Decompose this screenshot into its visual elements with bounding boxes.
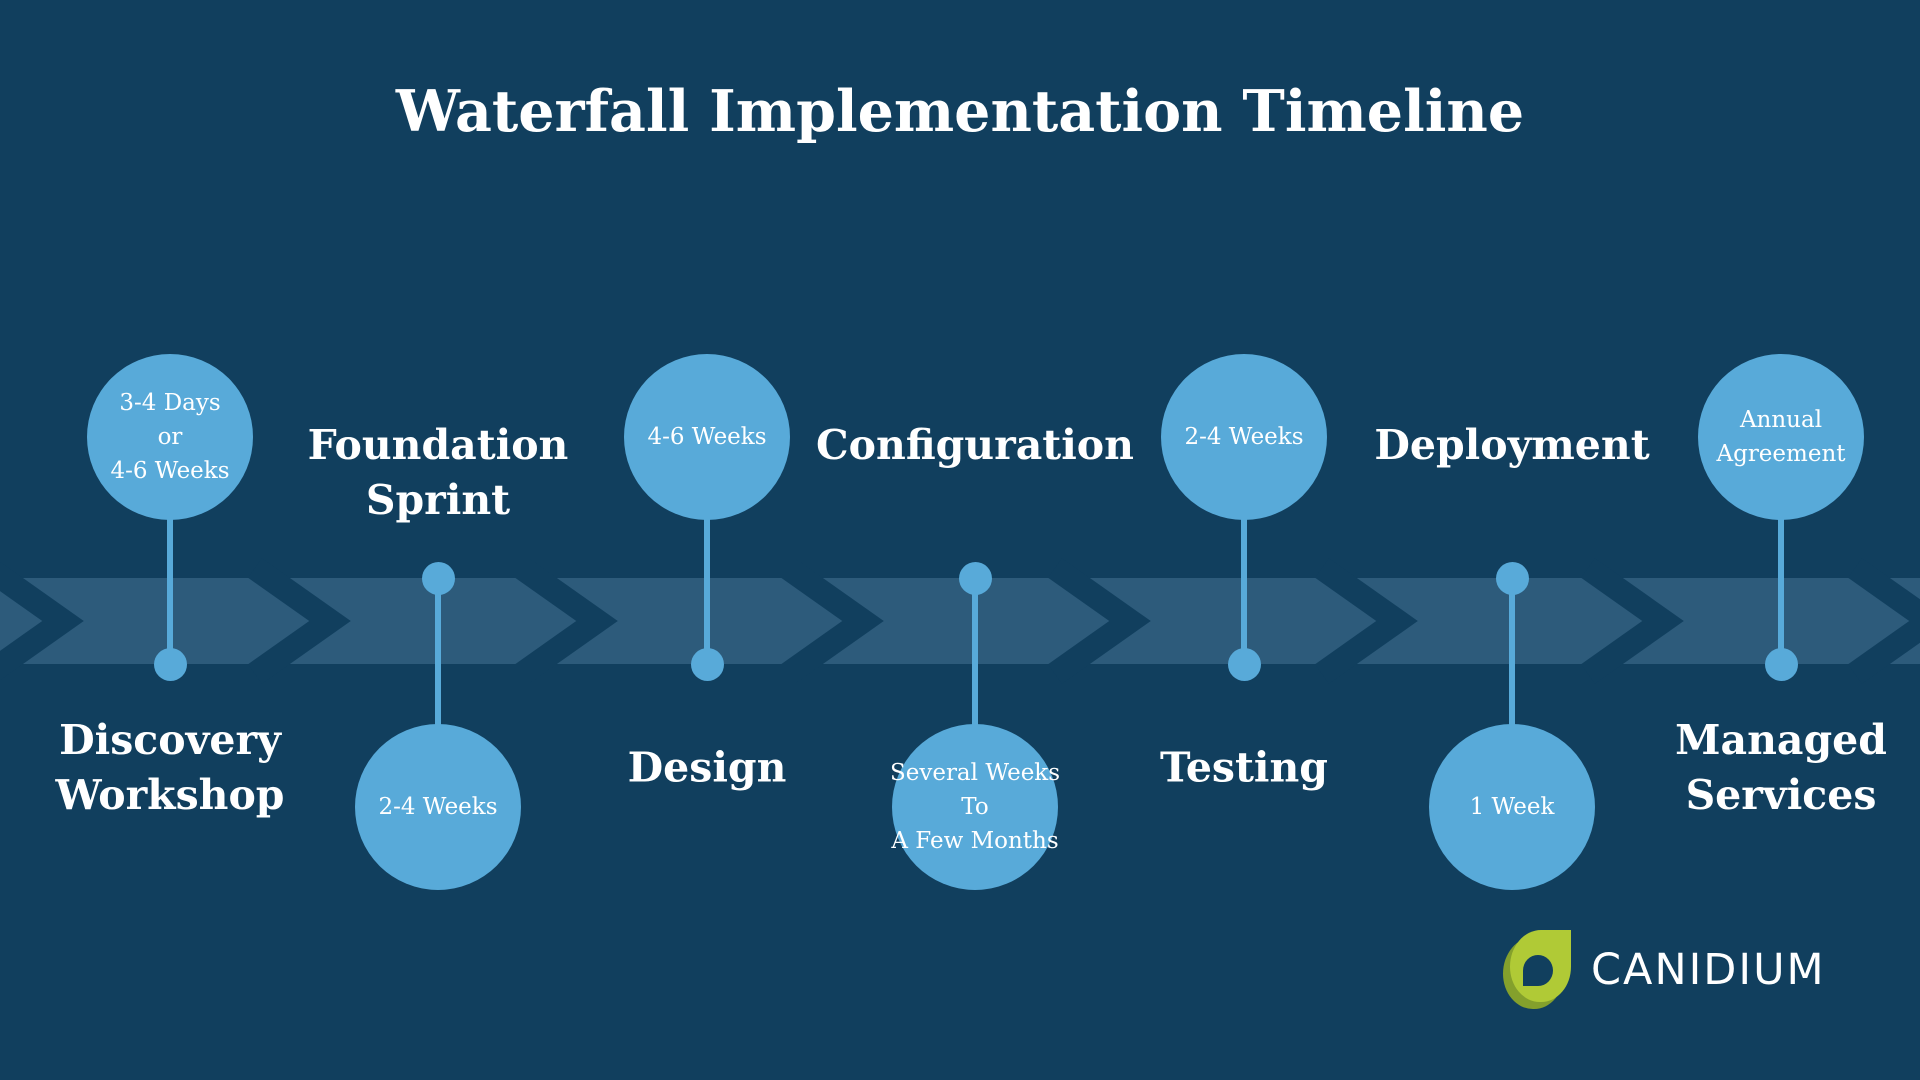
stage-label-line: Foundation [307,421,569,469]
duration-text: 4-6 Weeks [110,458,230,484]
duration-text: or [157,424,183,450]
connector-line [167,437,173,664]
stage-label-line: Services [1685,771,1877,819]
connector-dot [958,561,992,595]
connector-line [1509,578,1515,807]
connector-line [1241,437,1247,664]
stage-label-line: Managed [1675,716,1887,764]
duration-circle-deployment: 1 Week [1429,724,1595,890]
duration-circle-discovery-workshop: 3-4 Days or 4-6 Weeks [87,354,253,520]
stage-label-configuration: Configuration [816,418,1134,473]
stage-label-line: Discovery [59,716,281,764]
duration-text: 3-4 Days [119,390,221,416]
chevron-separator-icon [1315,558,1418,684]
duration-circle-foundation-sprint: 2-4 Weeks [355,724,521,890]
stage-label-line: Design [627,743,787,792]
duration-circle-design: 4-6 Weeks [624,354,790,520]
duration-text: A Few Months [891,828,1059,854]
stage-label-line: Sprint [365,476,511,524]
duration-text: Agreement [1716,441,1846,467]
duration-text: Several Weeks [889,760,1061,786]
chevron-separator-icon [515,558,618,684]
connector-line [1778,437,1784,664]
connector-line [704,437,710,664]
teardrop-hole [1523,955,1553,986]
stage-label-line: Testing [1160,743,1328,792]
chevron-separator-icon [1848,558,1920,684]
stage-label-line: Deployment [1374,421,1650,469]
logo-text: CANIDIUM [1591,944,1826,995]
teardrop-leaf-icon [1503,930,1571,1009]
connector-dot [1227,647,1261,681]
connector-dot [153,647,187,681]
connector-dot [421,561,455,595]
duration-text: To [961,794,989,820]
duration-text: 4-6 Weeks [647,424,767,450]
stage-label-line: Workshop [55,771,285,819]
chevron-separator-icon [781,558,884,684]
connector-dot [1495,561,1529,595]
chevron-separator-icon [1048,558,1151,684]
connector-dot [690,647,724,681]
page-title: Waterfall Implementation Timeline [395,78,1525,145]
duration-text: 1 Week [1469,794,1555,820]
duration-text: Annual [1739,407,1823,433]
stage-label-design: Design [628,741,787,796]
chevron-separator-icon [248,558,351,684]
connector-line [972,578,978,807]
duration-text: 2-4 Weeks [1184,424,1304,450]
stage-label-testing: Testing [1160,741,1328,796]
duration-text: 2-4 Weeks [378,794,498,820]
stage-label-line: Configuration [816,421,1134,469]
chevron-separator-icon [1581,558,1684,684]
connector-dot [1764,647,1798,681]
chevron-separator-icon [0,561,84,681]
canidium-logo: CANIDIUM [1503,930,1826,1009]
stage-label-deployment: Deployment [1374,418,1649,473]
duration-circle-testing: 2-4 Weeks [1161,354,1327,520]
connector-line [435,578,441,807]
